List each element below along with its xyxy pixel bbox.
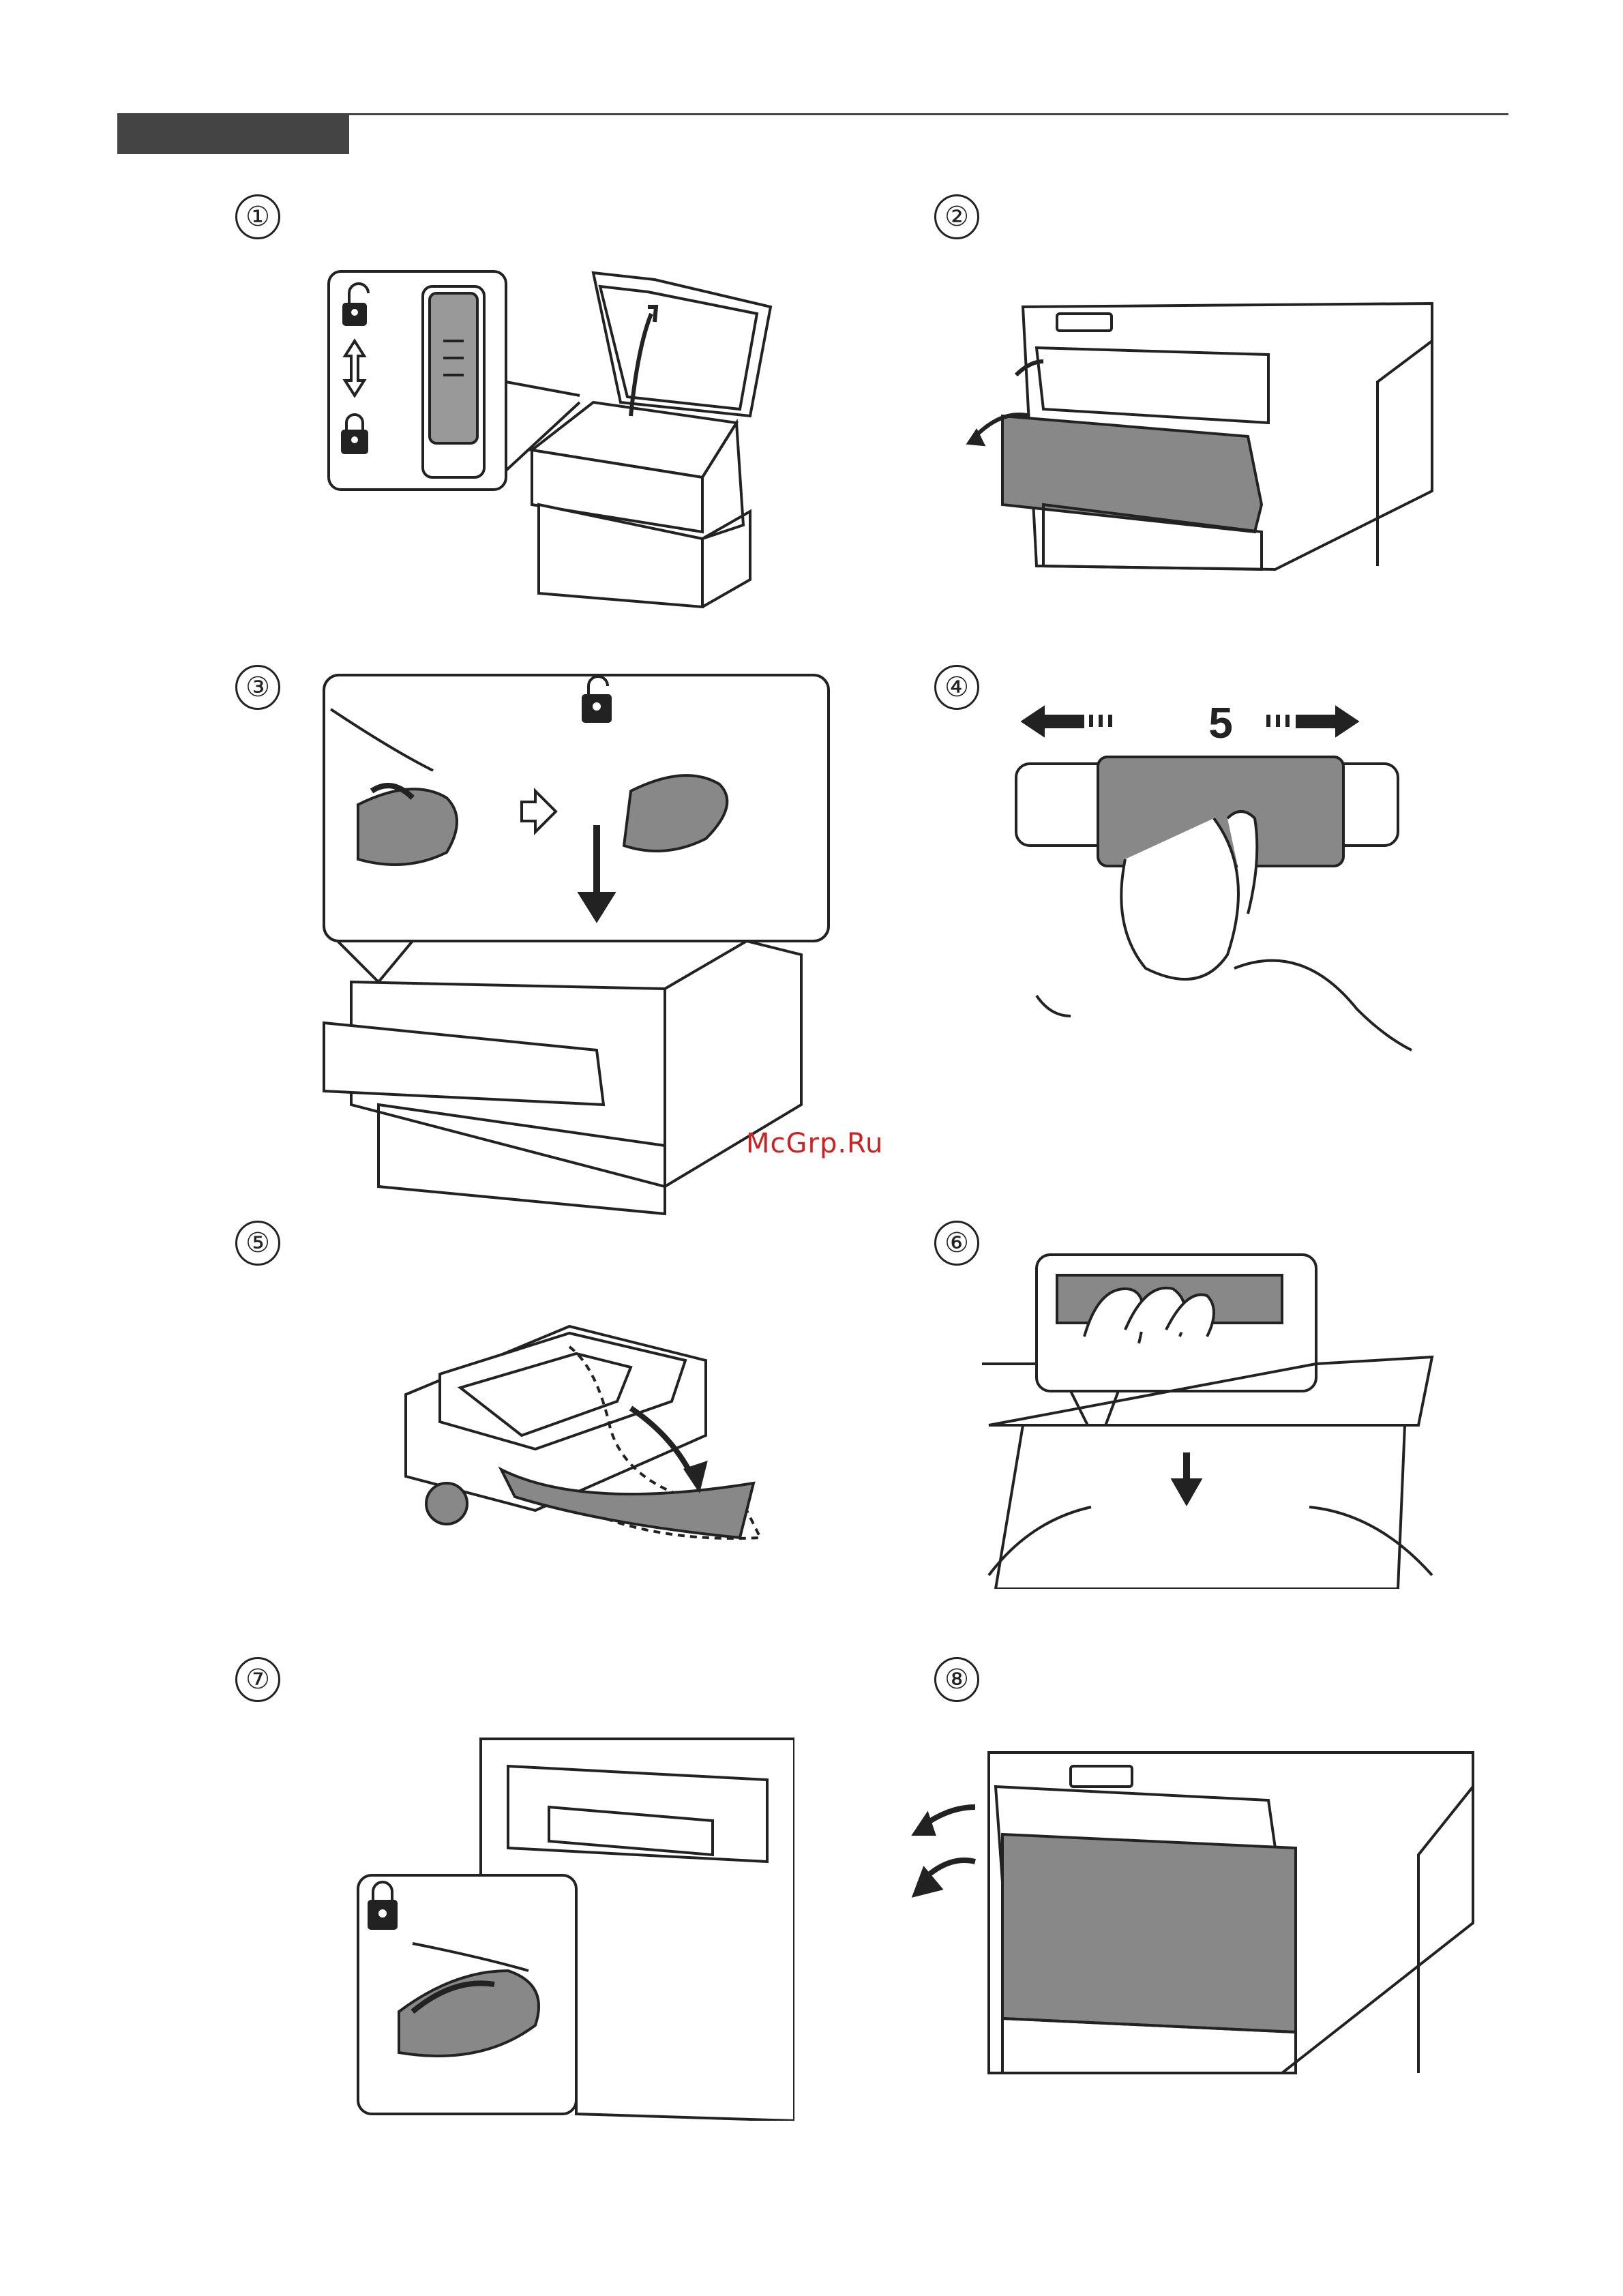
step-number-6: ⑥ [934,1221,979,1266]
shake-count-label: 5 [1208,698,1233,747]
step-8-illustration [900,1746,1487,2087]
step-number-8: ⑧ [934,1657,979,1702]
step-1-illustration [327,266,777,627]
step-number-1: ① [235,194,280,239]
step-5-illustration [399,1299,760,1545]
step-number-4: ④ [934,665,979,710]
step-number-7: ⑦ [235,1657,280,1702]
step-number-5: ⑤ [235,1221,280,1266]
step-6-illustration [982,1248,1446,1589]
step-4-illustration: 5 [1009,682,1446,1064]
step-number-2: ② [934,194,979,239]
section-tab [117,113,349,154]
step-7-illustration [344,1725,794,2121]
watermark: McGrp.Ru [746,1128,883,1159]
step-number-3: ③ [235,665,280,710]
step-2-illustration [955,300,1453,580]
